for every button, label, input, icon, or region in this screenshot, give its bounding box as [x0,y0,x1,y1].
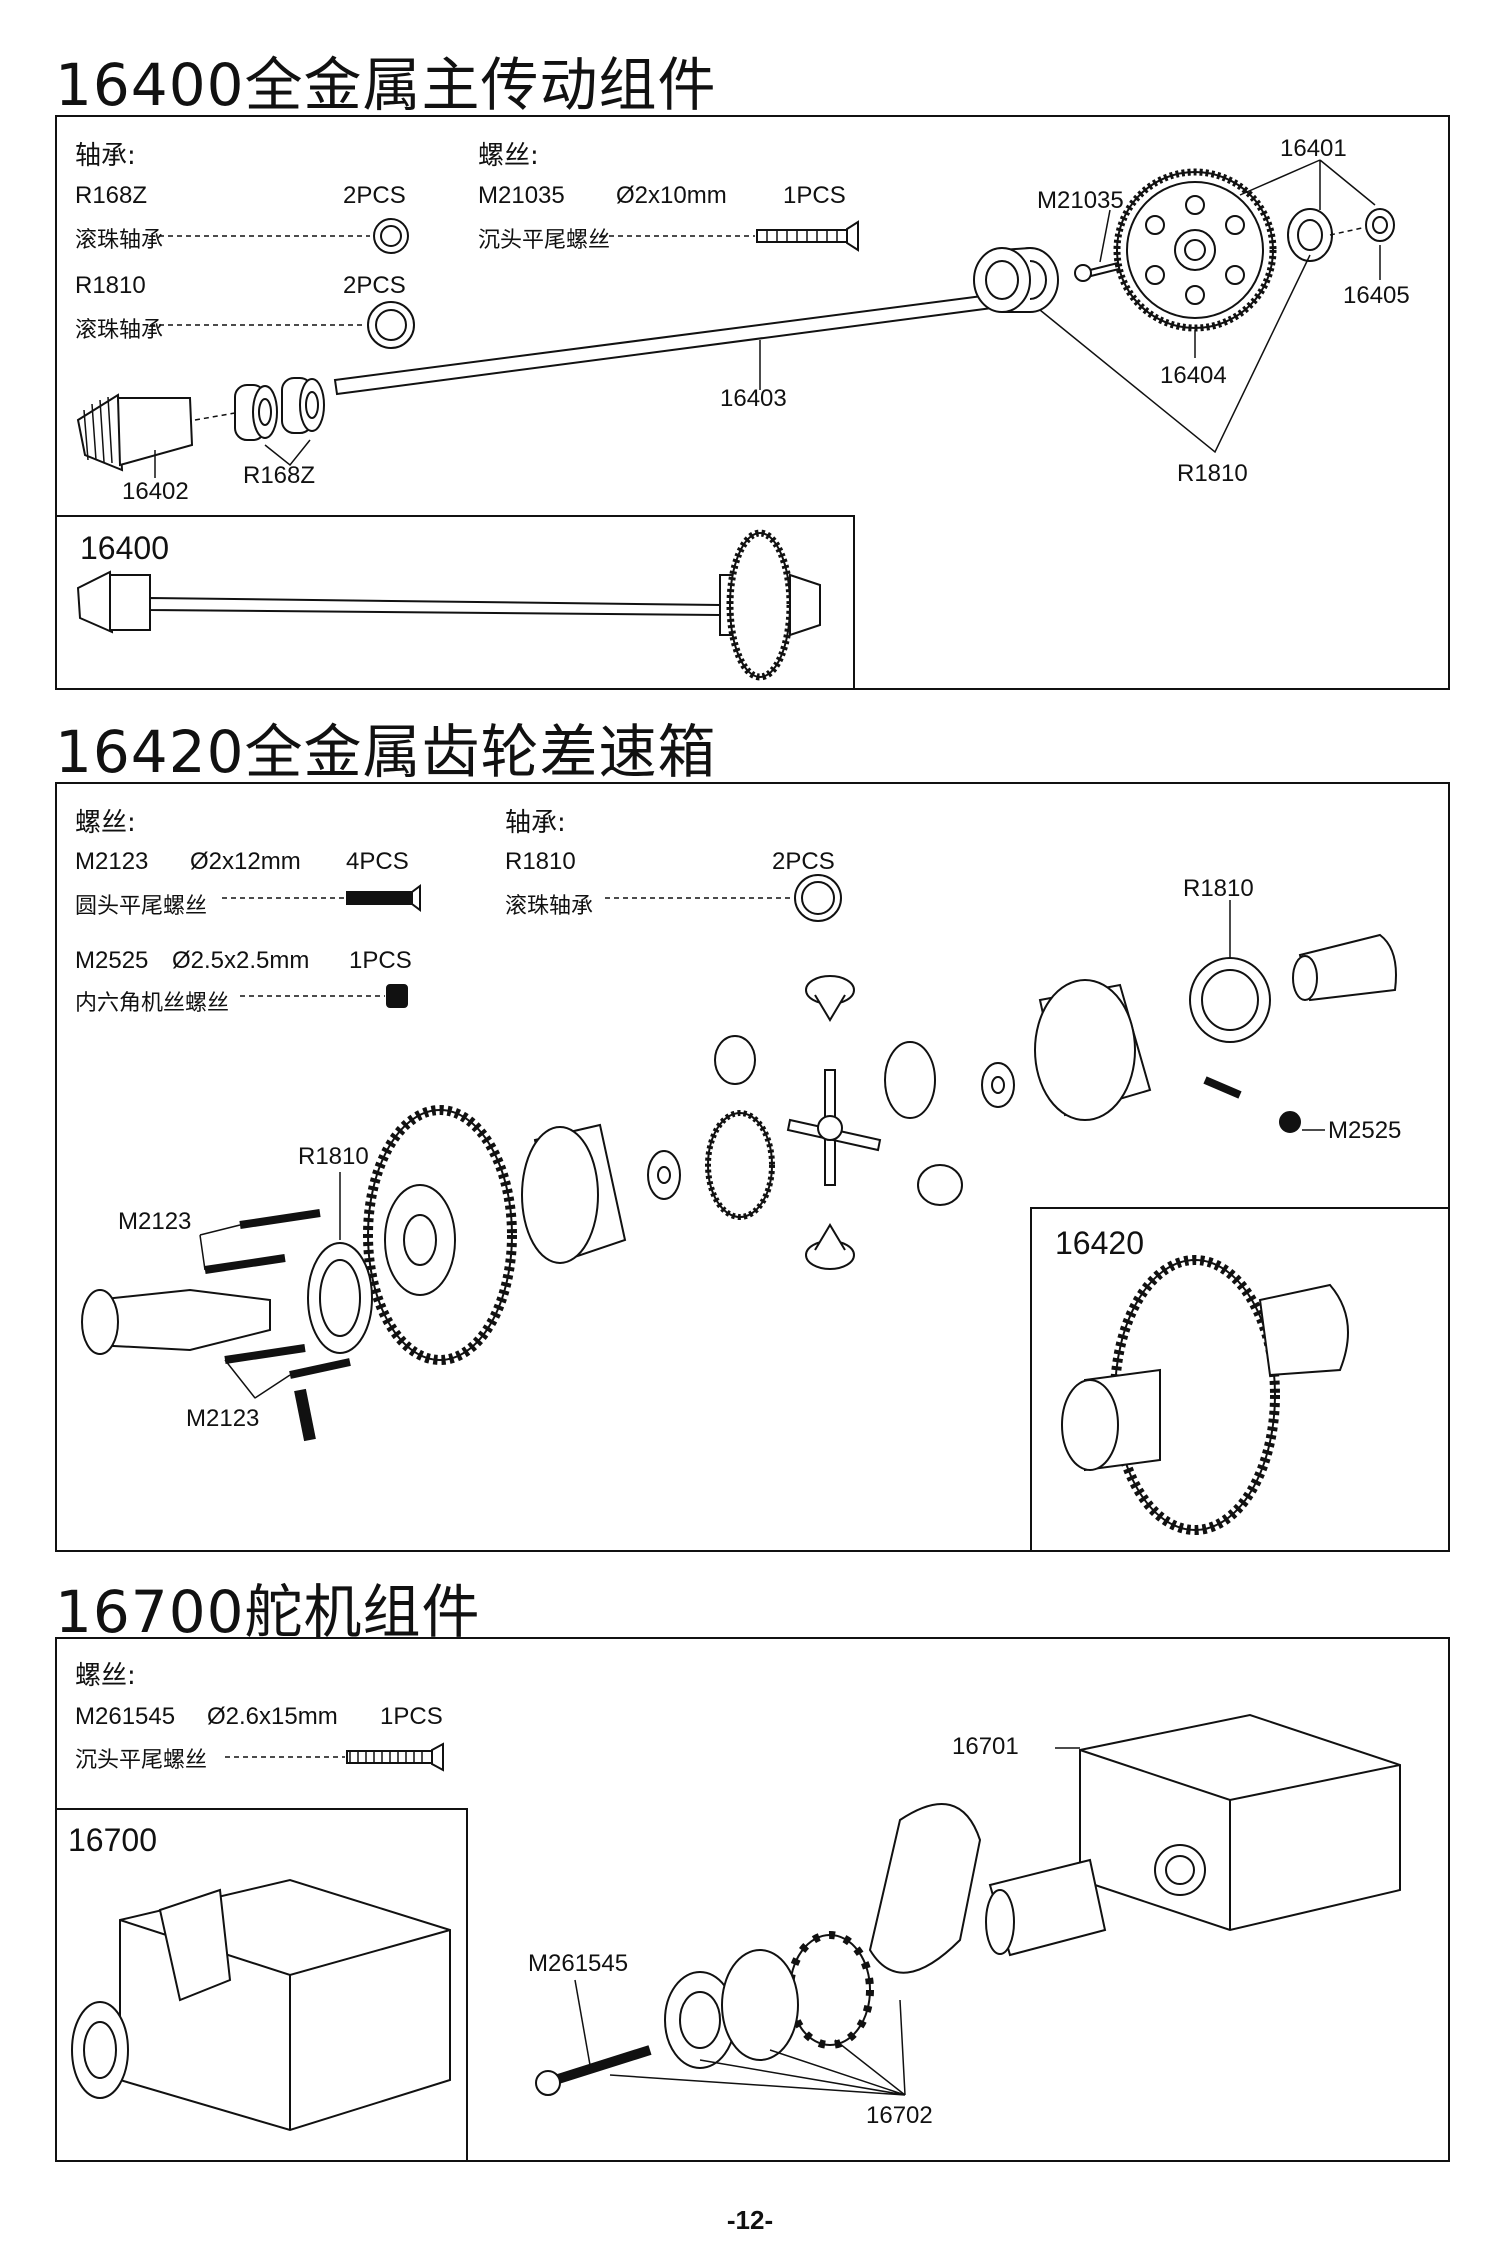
bearing-desc: 滚珠轴承 [75,228,164,253]
screw-heading: 螺丝: [75,808,136,838]
screw-size: Ø2.5x2.5mm [172,947,310,974]
assembly-label-16420: 16420 [1055,1225,1144,1261]
screw-desc: 内六角机丝螺丝 [75,991,230,1016]
differential-assembled-drawing [1061,1255,1349,1535]
screw-desc: 圆头平尾螺丝 [75,894,208,919]
callout-r1810: R1810 [1177,460,1248,487]
callout-16403: 16403 [720,385,787,412]
callout-r1810: R1810 [298,1143,369,1170]
bearing-heading: 轴承: [75,141,136,171]
bearing-heading: 轴承: [505,808,566,838]
section-title-16420: 16420全金属齿轮差速箱 [55,718,717,786]
screw-qty: 1PCS [380,1703,443,1730]
callout-m21035: M21035 [1037,187,1124,214]
bearing-qty: 2PCS [772,848,835,875]
bearing-code: R1810 [75,272,146,299]
callout-m2123: M2123 [118,1208,192,1235]
screw-heading: 螺丝: [75,1661,136,1691]
screw-desc: 沉头平尾螺丝 [75,1748,208,1773]
bearing-desc: 滚珠轴承 [75,318,164,343]
callout-r1810: R1810 [1183,875,1254,902]
bearing-code: R168Z [75,182,148,209]
main-drive-assembled-drawing [76,529,821,681]
bearing-qty: 2PCS [343,272,406,299]
screw-size: Ø2.6x15mm [207,1703,338,1730]
callout-r168z: R168Z [243,462,316,489]
section-title-16400: 16400全金属主传动组件 [55,51,717,119]
callout-m261545: M261545 [528,1950,629,1977]
callout-16402: 16402 [122,478,189,505]
screw-qty: 1PCS [783,182,846,209]
servo-exploded-drawing [225,1713,1401,2096]
screw-heading: 螺丝: [478,141,539,171]
servo-assembled-drawing [71,1878,451,2132]
main-drive-exploded-drawing [76,159,1395,478]
screw-code: M21035 [478,182,565,209]
differential-exploded-drawing [81,874,1397,1442]
screw-code: M261545 [75,1703,176,1730]
callout-16701: 16701 [952,1733,1019,1760]
screw-desc: 沉头平尾螺丝 [478,228,611,253]
page-number: -12- [726,2205,774,2235]
callout-m2123: M2123 [186,1405,260,1432]
callout-16702: 16702 [866,2102,933,2129]
screw-size: Ø2x10mm [616,182,727,209]
section-title-16700: 16700舵机组件 [55,1578,481,1646]
screw-code: M2123 [75,848,149,875]
bearing-desc: 滚珠轴承 [505,894,594,919]
callout-16405: 16405 [1343,282,1410,309]
screw-qty: 1PCS [349,947,412,974]
callout-m2525: M2525 [1328,1117,1402,1144]
screw-qty: 4PCS [346,848,409,875]
callout-16404: 16404 [1160,362,1227,389]
assembly-label-16400: 16400 [80,530,169,566]
screw-size: Ø2x12mm [190,848,301,875]
bearing-code: R1810 [505,848,576,875]
callout-16401: 16401 [1280,135,1347,162]
screw-code: M2525 [75,947,149,974]
assembly-label-16700: 16700 [68,1822,157,1858]
bearing-qty: 2PCS [343,182,406,209]
panel-16420 [55,782,1450,1552]
